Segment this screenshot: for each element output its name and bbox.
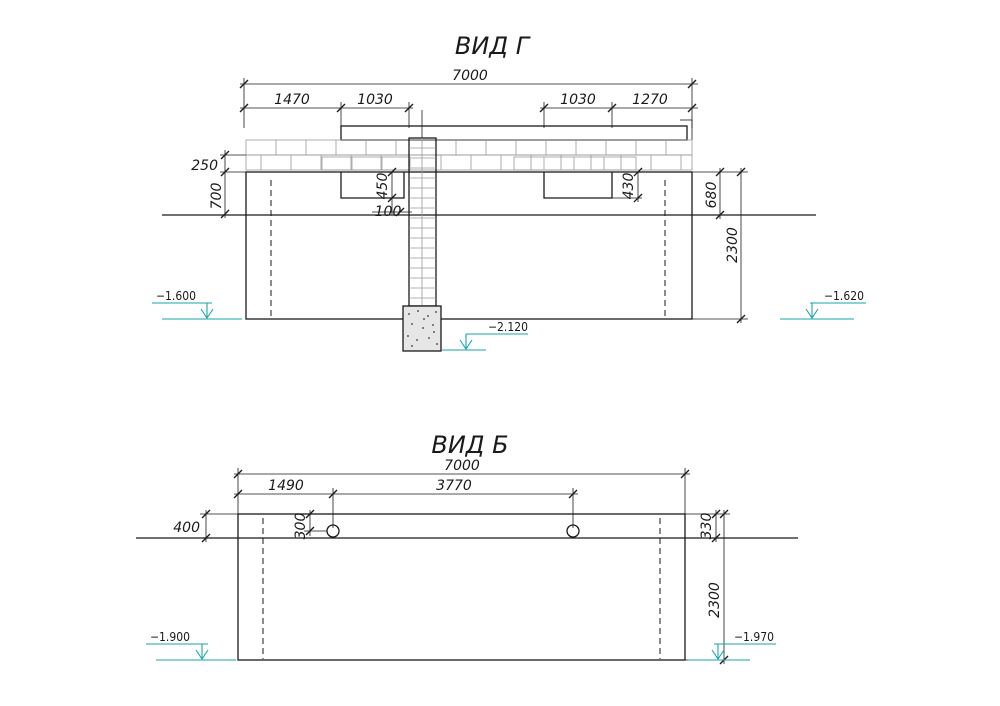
dim-1030-left-label: 1030 — [357, 92, 393, 108]
dim-total-g: 7000 — [239, 68, 698, 128]
masonry-band — [245, 139, 693, 171]
dim-3770-label: 3770 — [436, 478, 472, 494]
opening-right — [543, 172, 613, 199]
wall-body-g — [245, 171, 693, 320]
view-g: ВИД Г 7000 1470 1030 1030 — [152, 32, 866, 352]
dim-1270-label: 1270 — [632, 92, 668, 108]
dim-chain-g: 1470 1030 1030 1270 — [239, 92, 698, 128]
level-mark-footing: −2.120 — [442, 320, 528, 351]
dim-7000-label: 7000 — [452, 68, 488, 84]
pipe-opening-right — [566, 524, 580, 538]
dim-left-g: 250 700 — [191, 150, 246, 219]
wall-body-b — [237, 513, 686, 661]
top-slab — [340, 125, 688, 141]
dim-total-b: 7000 — [233, 458, 690, 514]
dim-250-label: 250 — [191, 158, 218, 174]
level-right-b-label: −1.970 — [734, 630, 774, 644]
dim-450-label: 450 — [375, 173, 391, 200]
level-mark-left-b: −1.900 — [146, 630, 236, 661]
view-g-title: ВИД Г — [455, 32, 531, 60]
dim-700-label: 700 — [209, 183, 225, 210]
level-left-g-label: −1.600 — [156, 289, 196, 303]
dim-2300-g-label: 2300 — [725, 227, 741, 263]
dim-right-g: 680 2300 — [692, 167, 748, 324]
dim-330-label: 330 — [699, 513, 715, 540]
dim-430-label: 430 — [621, 173, 637, 200]
level-mark-left-g: −1.600 — [152, 289, 242, 320]
level-mark-right-b: −1.970 — [688, 630, 776, 661]
dim-430: 430 — [612, 167, 643, 203]
view-b: ВИД Б 7000 1490 3770 — [136, 431, 798, 665]
dim-1490-label: 1490 — [268, 478, 304, 494]
dim-1470-label: 1470 — [274, 92, 310, 108]
dim-680-label: 680 — [704, 182, 720, 209]
level-footing-label: −2.120 — [488, 320, 528, 334]
level-left-b-label: −1.900 — [150, 630, 190, 644]
dim-100-label: 100 — [375, 204, 402, 220]
view-b-title: ВИД Б — [431, 431, 508, 459]
dim-400-label: 400 — [173, 520, 200, 536]
concrete-footing — [402, 305, 442, 352]
dim-1030-right-label: 1030 — [560, 92, 596, 108]
dim-right-b: 330 2300 — [685, 509, 730, 665]
level-right-g-label: −1.620 — [824, 289, 864, 303]
dim-450-100: 450 100 — [372, 167, 412, 220]
opening-left — [340, 172, 405, 199]
dim-left-b: 400 300 — [173, 509, 327, 543]
level-mark-right-g: −1.620 — [780, 289, 866, 320]
dim-300-label: 300 — [293, 513, 309, 540]
dim-2300-b-label: 2300 — [707, 582, 723, 618]
dim-7000-b-label: 7000 — [444, 458, 480, 474]
dim-chain-b: 1490 3770 — [233, 478, 578, 528]
